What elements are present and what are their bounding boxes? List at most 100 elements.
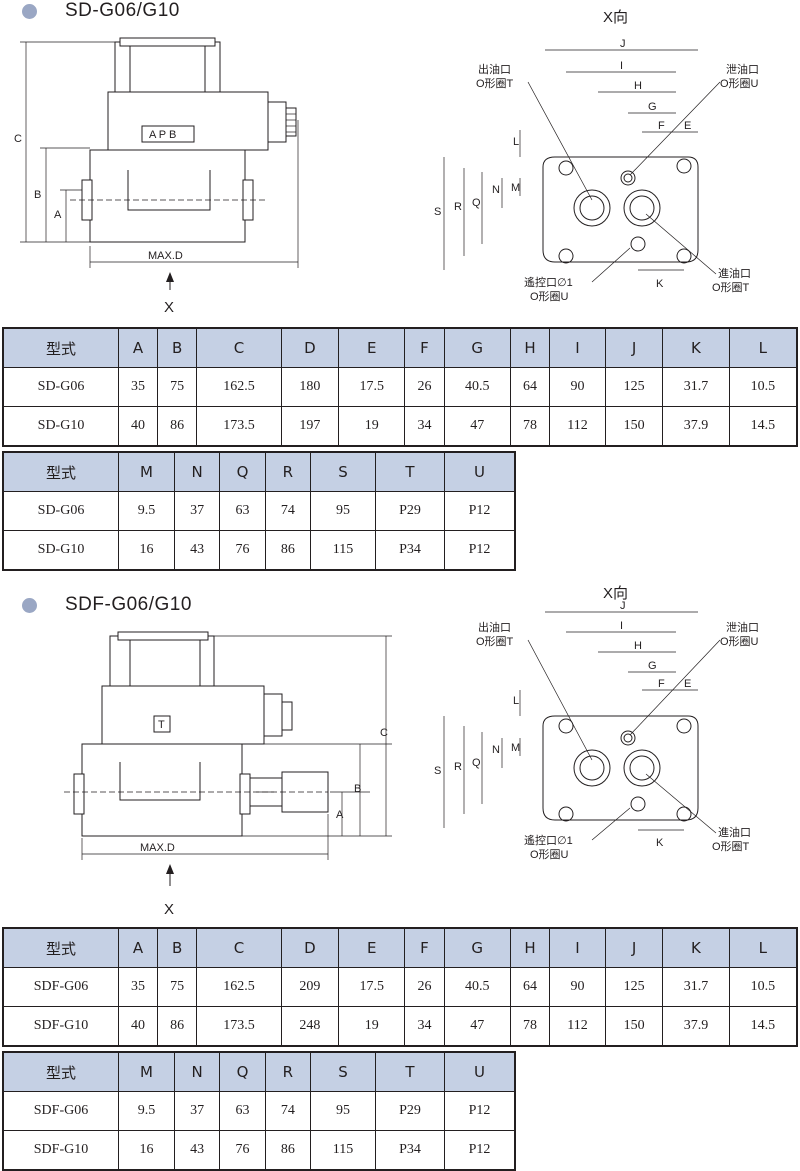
header-cell: L xyxy=(728,927,798,968)
table-header-row: 型式 A B C D E F G H I J K L xyxy=(2,327,798,368)
header-cell: S xyxy=(310,451,377,492)
dim-k-label: K xyxy=(656,278,664,290)
bullet-icon xyxy=(22,597,37,613)
header-cell: B xyxy=(157,327,198,368)
table-cell: 40.5 xyxy=(443,367,511,407)
header-cell: U xyxy=(443,1051,516,1092)
table-cell: 76 xyxy=(219,1130,266,1171)
bottom-view-drawing: X向 J I H G F E S R Q N M L K 出油口 O形圈T 泄油… xyxy=(434,9,759,303)
table-cell: 16 xyxy=(118,1130,175,1171)
header-cell: N xyxy=(173,1051,221,1092)
table-cell: 14.5 xyxy=(728,1006,798,1047)
header-cell: 型式 xyxy=(2,927,119,968)
table-cell: 64 xyxy=(509,367,551,407)
header-cell: D xyxy=(280,927,340,968)
dim-a-label: A xyxy=(336,809,344,821)
table-cell: 19 xyxy=(338,1006,406,1047)
table-cell: SD-G10 xyxy=(2,406,119,447)
table-cell: SD-G06 xyxy=(2,367,119,407)
table-cell: 16 xyxy=(118,530,175,571)
table-cell: 34 xyxy=(404,1006,445,1047)
table-row: SD-G06 9.5 37 63 74 95 P29 P12 xyxy=(2,491,516,531)
table-cell: 26 xyxy=(404,367,445,407)
header-cell: J xyxy=(604,327,664,368)
table-cell: 112 xyxy=(549,1006,606,1047)
dim-s-label: S xyxy=(434,765,441,777)
dim-c-label: C xyxy=(380,727,388,739)
table-cell: 26 xyxy=(404,967,445,1007)
table-cell: 162.5 xyxy=(196,967,282,1007)
header-cell: R xyxy=(264,1051,312,1092)
table-cell: 86 xyxy=(157,406,198,447)
header-cell: C xyxy=(196,927,282,968)
dim-a-label: A xyxy=(54,209,62,221)
table-cell: 86 xyxy=(264,1130,312,1171)
header-cell: H xyxy=(509,927,551,968)
header-cell: A xyxy=(117,327,159,368)
table-cell: 150 xyxy=(604,406,664,447)
dim-i-label: I xyxy=(620,620,623,632)
header-cell: T xyxy=(375,451,445,492)
header-cell: E xyxy=(338,327,406,368)
table-cell: 90 xyxy=(549,367,606,407)
table-cell: 19 xyxy=(338,406,406,447)
header-cell: 型式 xyxy=(2,1051,119,1092)
header-cell: J xyxy=(604,927,664,968)
table-cell: 40 xyxy=(117,1006,159,1047)
inlet-ring-label: O形圈T xyxy=(712,840,750,853)
table-cell: 17.5 xyxy=(338,967,406,1007)
table-cell: 86 xyxy=(157,1006,198,1047)
header-cell: N xyxy=(173,451,221,492)
x-arrow-label: X xyxy=(164,299,174,316)
pilot-label: 遙控口∅1 xyxy=(524,833,573,847)
table-cell: P29 xyxy=(375,491,445,531)
header-cell: 型式 xyxy=(2,327,119,368)
dim-h-label: H xyxy=(634,80,642,92)
table-cell: P12 xyxy=(443,491,516,531)
t-mark-label: T xyxy=(158,719,165,731)
dim-c-label: C xyxy=(14,133,22,145)
header-cell: M xyxy=(118,1051,175,1092)
outlet-label: 出油口 xyxy=(478,62,511,76)
table-cell: 40 xyxy=(117,406,159,447)
table-cell: 75 xyxy=(157,367,198,407)
dim-k-label: K xyxy=(656,837,664,849)
table-cell: 35 xyxy=(117,367,159,407)
table-cell: P12 xyxy=(443,1130,516,1171)
header-cell: T xyxy=(375,1051,445,1092)
header-cell: Q xyxy=(219,451,266,492)
header-cell: G xyxy=(443,927,511,968)
dim-h-label: H xyxy=(634,640,642,652)
dim-e-label: E xyxy=(684,120,691,132)
dim-l-label: L xyxy=(513,136,519,148)
x-view-label: X向 xyxy=(603,9,628,26)
table-cell: 47 xyxy=(443,406,511,447)
table-cell: SDF-G06 xyxy=(2,967,119,1007)
pilot-label: 遙控口∅1 xyxy=(524,275,573,289)
bullet-icon xyxy=(22,3,37,19)
outlet-ring-label: O形圈T xyxy=(476,635,514,648)
table-cell: 197 xyxy=(280,406,340,447)
drain-label: 泄油口 xyxy=(726,62,759,76)
table-cell: P12 xyxy=(443,530,516,571)
dim-i-label: I xyxy=(620,60,623,72)
table-cell: 74 xyxy=(264,1091,312,1131)
dim-j-label: J xyxy=(620,600,626,612)
table-cell: 90 xyxy=(549,967,606,1007)
table-cell: 10.5 xyxy=(728,967,798,1007)
table-cell: 173.5 xyxy=(196,1006,282,1047)
table-cell: 43 xyxy=(173,530,221,571)
drain-ring-label: O形圈U xyxy=(720,635,759,648)
x-view-label: X向 xyxy=(603,585,628,602)
table-cell: 173.5 xyxy=(196,406,282,447)
table-cell: 37.9 xyxy=(662,406,730,447)
table-cell: SDF-G10 xyxy=(2,1006,119,1047)
header-cell: I xyxy=(549,927,606,968)
outlet-label: 出油口 xyxy=(478,620,511,634)
table-cell: 115 xyxy=(310,530,377,571)
apb-label: A P B xyxy=(149,129,176,141)
header-cell: H xyxy=(509,327,551,368)
drain-ring-label: O形圈U xyxy=(720,77,759,90)
table-row: SDF-G06 9.5 37 63 74 95 P29 P12 xyxy=(2,1091,516,1131)
table-row: SDF-G06 35 75 162.5 209 17.5 26 40.5 64 … xyxy=(2,967,798,1007)
